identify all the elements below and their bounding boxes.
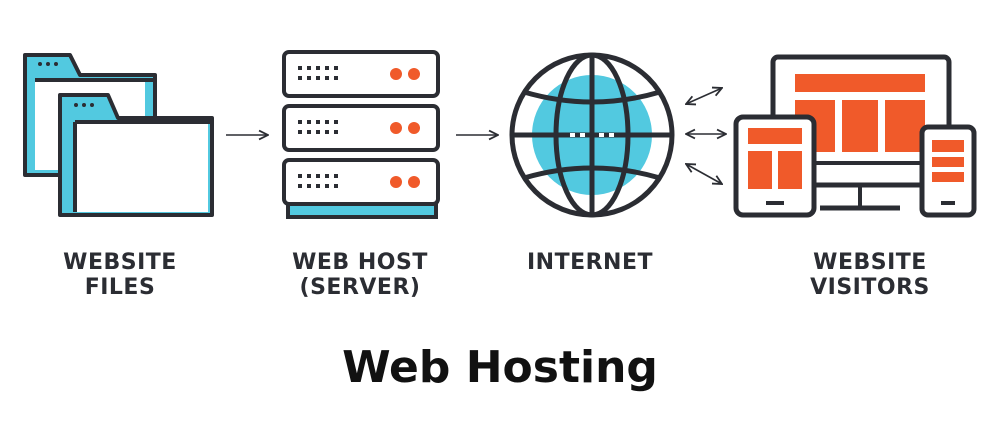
step-label-internet: INTERNET [500,250,680,275]
step-label-web-host: WEB HOST (SERVER) [265,250,455,300]
step-label-line: FILES [84,275,156,300]
phone-icon [919,124,977,218]
step-label-line: VISITORS [810,275,930,300]
step-label-website-visitors: WEBSITE VISITORS [780,250,960,300]
server-unit-2 [282,104,440,152]
server-unit-3 [282,158,440,206]
step-label-line: (SERVER) [299,275,421,300]
step-label-website-files: WEBSITE FILES [30,250,210,300]
server-icon [282,50,440,219]
devices-icon [733,54,977,218]
step-label-line: WEB HOST [292,250,428,275]
page-title: Web Hosting [342,342,658,393]
folders-icon [23,53,214,217]
monitor-icon [770,54,952,211]
globe-icon [509,52,675,218]
step-label-line: INTERNET [526,250,654,275]
step-label-line: WEBSITE [813,250,927,275]
server-unit-1 [282,50,440,98]
arrow-internet-visitors-top [686,88,722,104]
folder-front-icon [58,93,214,217]
tablet-icon [733,114,817,218]
arrow-internet-visitors-bottom [686,164,722,184]
step-label-line: WEBSITE [63,250,177,275]
